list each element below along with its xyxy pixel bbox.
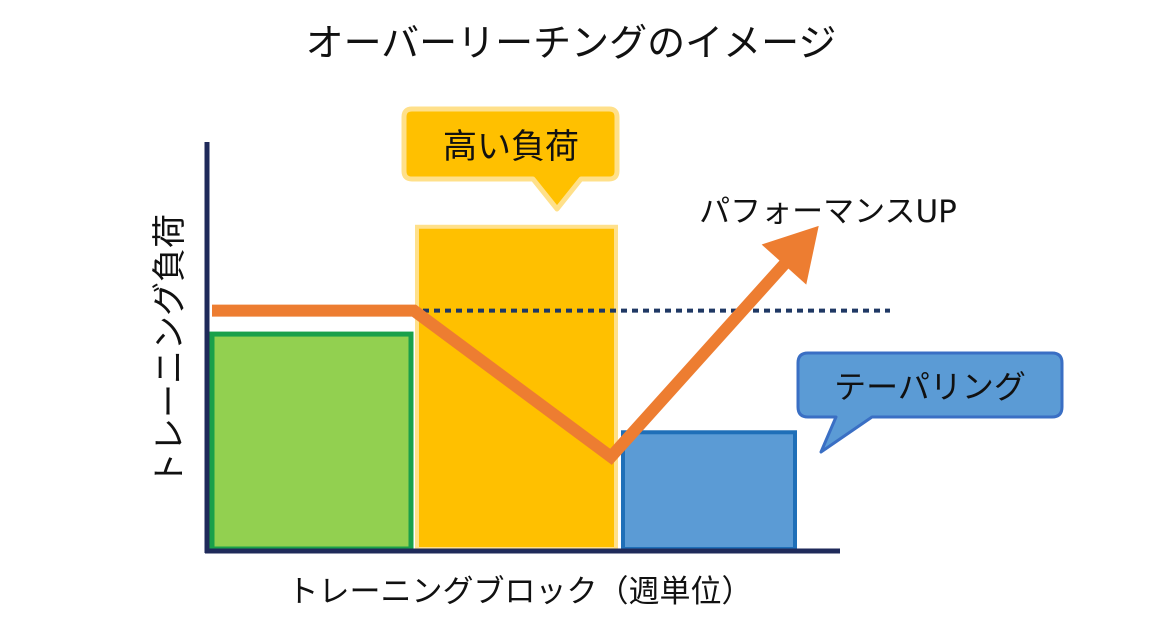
bar-block-3: [621, 430, 797, 551]
performance-up-label: パフォーマンスUP: [699, 194, 957, 230]
tapering-callout-bubble: [796, 351, 1064, 454]
bar-block-1: [209, 331, 414, 552]
high-load-label: 高い負荷: [443, 127, 579, 167]
high-load-callout: 高い負荷: [401, 106, 620, 212]
performance-line: [212, 242, 805, 465]
performance-arrowhead: [761, 225, 819, 285]
x-axis-label: トレーニングブロック（週単位）: [288, 574, 753, 610]
tapering-label: テーパリング: [834, 368, 1026, 406]
tapering-callout: テーパリング: [796, 351, 1064, 454]
y-axis-label: トレーニング負荷: [150, 214, 190, 486]
high-load-callout-bubble: [401, 106, 620, 212]
diagram-title: オーバーリーチングのイメージ: [306, 21, 837, 65]
